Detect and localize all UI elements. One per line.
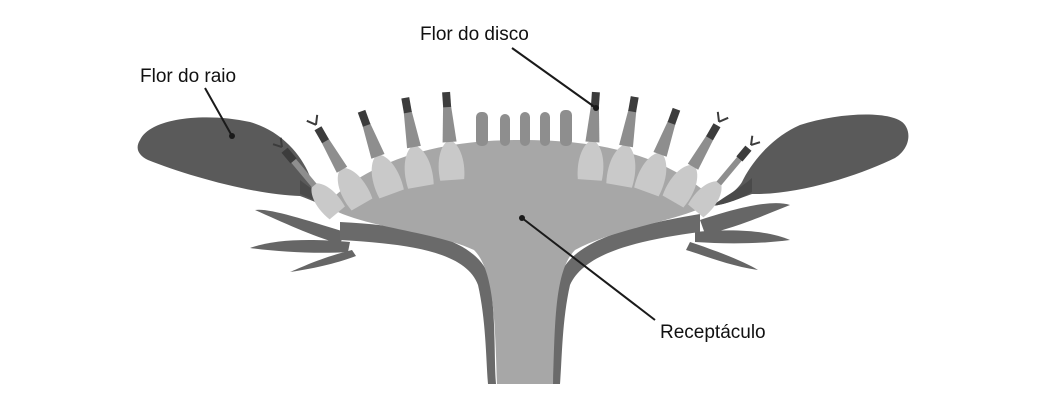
stem-outer xyxy=(340,214,700,384)
right-ray-flower xyxy=(712,114,909,206)
disk-flower-leader xyxy=(511,47,597,109)
label-receptacle: Receptáculo xyxy=(660,322,766,343)
right-bracts xyxy=(686,203,790,270)
disk-flower-leader-dot xyxy=(593,105,599,111)
label-ray-flower: Flor do raio xyxy=(140,66,236,87)
receptacle-leader-dot xyxy=(519,215,525,221)
disk-florets-right xyxy=(577,91,761,218)
left-bracts xyxy=(250,209,356,272)
ray-flower-leader-dot xyxy=(229,133,235,139)
left-ray-flower xyxy=(137,117,340,210)
disk-florets-center xyxy=(476,110,572,146)
disk-florets-left xyxy=(272,91,465,220)
ray-flower-leader xyxy=(204,87,233,137)
receptacle-leader xyxy=(521,217,656,321)
label-disk-flower: Flor do disco xyxy=(420,24,529,45)
receptacle xyxy=(325,140,715,384)
